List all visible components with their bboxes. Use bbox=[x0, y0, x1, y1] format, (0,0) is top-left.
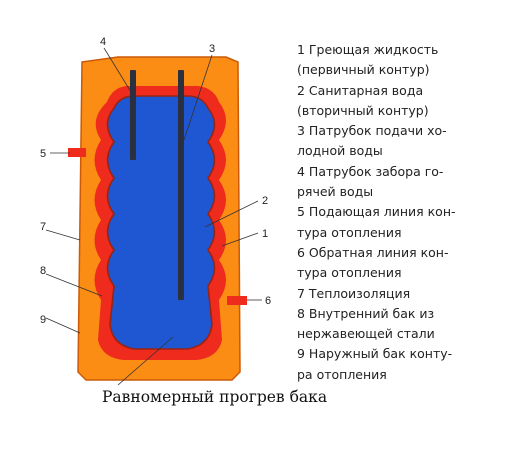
leader-line-3 bbox=[183, 54, 213, 141]
leader-line-7 bbox=[45, 229, 81, 241]
callout-6: 6 bbox=[265, 295, 271, 307]
callout-8: 8 bbox=[40, 265, 46, 277]
leader-line-1 bbox=[221, 232, 259, 247]
leader-line-8 bbox=[45, 273, 103, 297]
legend-item: 3 Патрубок подачи хо- лодной воды bbox=[297, 123, 447, 159]
legend-item: 8 Внутренний бак из нержавеющей стали bbox=[297, 305, 435, 342]
callout-3: 3 bbox=[209, 43, 215, 55]
legend-item: 2 Санитарная вода (вторичный контур) bbox=[297, 82, 429, 118]
callout-5: 5 bbox=[40, 148, 46, 160]
legend: 1 Греющая жидкость (первичный контур) 2 … bbox=[297, 40, 497, 385]
cold-water-inlet-pipe bbox=[178, 70, 184, 300]
hot-water-outlet-pipe bbox=[130, 70, 136, 160]
legend-item: 5 Подающая линия кон- тура отопления bbox=[297, 204, 456, 240]
leader-line-2 bbox=[204, 200, 259, 228]
heating-return-nozzle bbox=[227, 296, 247, 305]
leader-line-4 bbox=[103, 47, 132, 93]
legend-item: 6 Обратная линия кон- тура отопления bbox=[297, 244, 449, 281]
heating-flow-nozzle bbox=[68, 148, 86, 157]
diagram-caption: Равномерный прогрев бака bbox=[102, 388, 328, 406]
callout-9: 9 bbox=[40, 314, 46, 326]
legend-item: 4 Патрубок забора го- рячей воды bbox=[297, 163, 444, 200]
callout-4: 4 bbox=[100, 36, 106, 48]
legend-item: 1 Греющая жидкость (первичный контур) bbox=[297, 42, 439, 78]
leader-line-9 bbox=[45, 317, 81, 334]
callout-2: 2 bbox=[262, 195, 268, 207]
caption-leader-line bbox=[117, 336, 174, 386]
legend-item: 7 Теплоизоляция bbox=[297, 285, 411, 301]
callout-1: 1 bbox=[262, 228, 268, 240]
callout-7: 7 bbox=[40, 221, 46, 233]
inner-tank bbox=[106, 95, 216, 350]
legend-item: 9 Наружный бак конту- ра отопления bbox=[297, 346, 453, 382]
